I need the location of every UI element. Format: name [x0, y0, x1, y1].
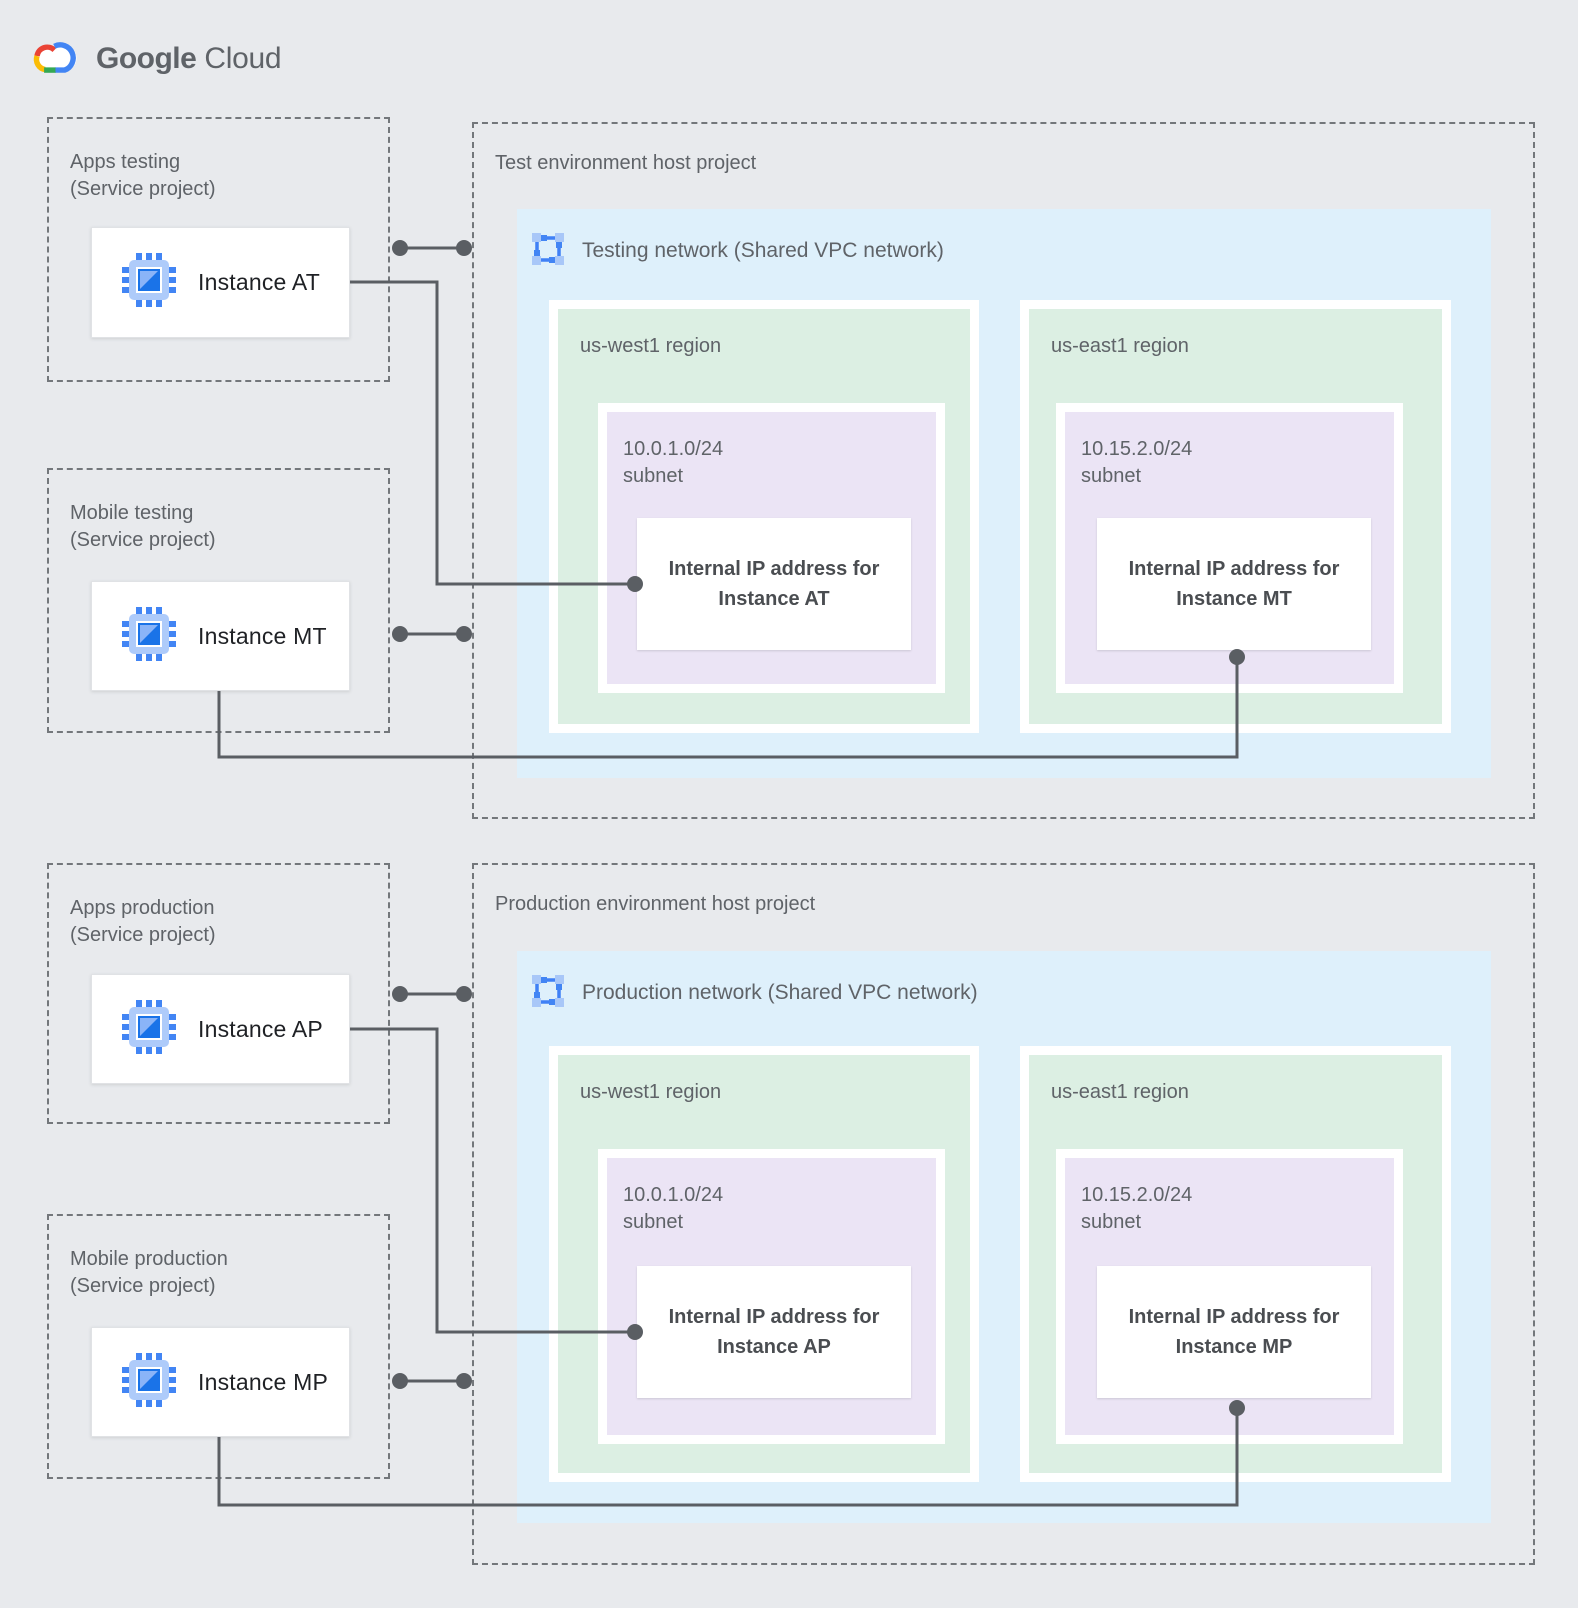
ip-card-line1: Internal IP address for — [1128, 558, 1340, 580]
service-project-subtitle: (Service project) — [70, 178, 216, 200]
ip-card-line1: Internal IP address for — [668, 558, 880, 580]
ip-card-line1: Internal IP address for — [1128, 1306, 1340, 1328]
subnet-cidr: 10.15.2.0/24 — [1081, 1184, 1193, 1206]
vpc-network-icon — [531, 974, 565, 1013]
compute-chip-icon — [122, 253, 176, 312]
subnet-label: 10.0.1.0/24 subnet — [623, 436, 723, 490]
service-project-title: Mobile production — [70, 1248, 228, 1270]
region-label: us-east1 region — [1051, 1081, 1189, 1103]
service-project-label: Mobile production (Service project) — [70, 1246, 228, 1300]
subnet-word: subnet — [623, 465, 684, 487]
connector-dot — [392, 1373, 408, 1389]
internal-ip-instance-ap-card: Internal IP address for Instance AP — [637, 1266, 911, 1398]
compute-chip-icon — [122, 606, 176, 666]
instance-at-label: Instance AT — [198, 269, 320, 295]
connector-dot — [456, 240, 472, 256]
internal-ip-instance-mt-card: Internal IP address for Instance MT — [1097, 518, 1371, 650]
connector-dot — [456, 626, 472, 642]
ip-card-line2: Instance AP — [717, 1336, 831, 1358]
connector-dot — [456, 986, 472, 1002]
connector-dot — [392, 626, 408, 642]
internal-ip-instance-at-card: Internal IP address for Instance AT — [637, 518, 911, 650]
instance-mp-card: Instance MP — [91, 1327, 350, 1437]
ip-card-line2: Instance AT — [718, 588, 830, 610]
instance-ap-label: Instance AP — [198, 1015, 323, 1042]
connector-dot — [392, 986, 408, 1002]
region-label: us-east1 region — [1051, 335, 1189, 357]
instance-at-card: Instance AT — [91, 227, 350, 338]
service-project-subtitle: (Service project) — [70, 924, 216, 946]
connector-dot — [392, 240, 408, 256]
instance-ap-card: Instance AP — [91, 974, 350, 1084]
compute-chip-icon — [122, 1352, 176, 1412]
vpc-network-icon — [531, 232, 565, 271]
subnet-word: subnet — [1081, 465, 1142, 487]
production-network-header: Production network (Shared VPC network) — [531, 974, 978, 1013]
host-project-title: Test environment host project — [495, 152, 757, 174]
subnet-cidr: 10.0.1.0/24 — [623, 1184, 724, 1206]
service-project-label: Apps testing (Service project) — [70, 149, 216, 203]
subnet-label: 10.15.2.0/24 subnet — [1081, 436, 1192, 490]
instance-mt-label: Instance MT — [198, 622, 327, 649]
connector-dot — [456, 1373, 472, 1389]
compute-chip-icon — [122, 999, 176, 1059]
region-label: us-west1 region — [580, 1081, 722, 1103]
service-project-label: Apps production (Service project) — [70, 895, 216, 949]
host-project-title: Production environment host project — [495, 893, 816, 915]
logo-cloud: Cloud — [204, 41, 282, 75]
service-project-subtitle: (Service project) — [70, 529, 216, 551]
google-cloud-icon — [30, 36, 82, 81]
service-project-title: Apps testing — [70, 151, 181, 173]
service-project-apps-testing: Apps testing (Service project) — [47, 117, 390, 382]
subnet-label: 10.15.2.0/24 subnet — [1081, 1182, 1192, 1236]
service-project-label: Mobile testing (Service project) — [70, 500, 216, 554]
instance-mp-label: Instance MP — [198, 1368, 329, 1395]
subnet-cidr: 10.0.1.0/24 — [623, 438, 724, 460]
service-project-title: Mobile testing — [70, 502, 194, 524]
ip-card-line1: Internal IP address for — [668, 1306, 880, 1328]
service-project-subtitle: (Service project) — [70, 1275, 216, 1297]
ip-card-line2: Instance MP — [1175, 1336, 1293, 1358]
subnet-label: 10.0.1.0/24 subnet — [623, 1182, 723, 1236]
subnet-cidr: 10.15.2.0/24 — [1081, 438, 1193, 460]
service-project-title: Apps production — [70, 897, 215, 919]
subnet-word: subnet — [623, 1211, 684, 1233]
region-label: us-west1 region — [580, 335, 722, 357]
instance-mt-card: Instance MT — [91, 581, 350, 691]
service-project-apps-production: Apps production (Service project) — [47, 863, 390, 1124]
production-network-label: Production network (Shared VPC network) — [582, 981, 978, 1004]
testing-network-header: Testing network (Shared VPC network) — [531, 232, 944, 271]
logo-google: Google — [96, 41, 197, 75]
ip-card-line2: Instance MT — [1176, 588, 1292, 610]
subnet-word: subnet — [1081, 1211, 1142, 1233]
internal-ip-instance-mp-card: Internal IP address for Instance MP — [1097, 1266, 1371, 1398]
testing-network-label: Testing network (Shared VPC network) — [582, 239, 944, 262]
